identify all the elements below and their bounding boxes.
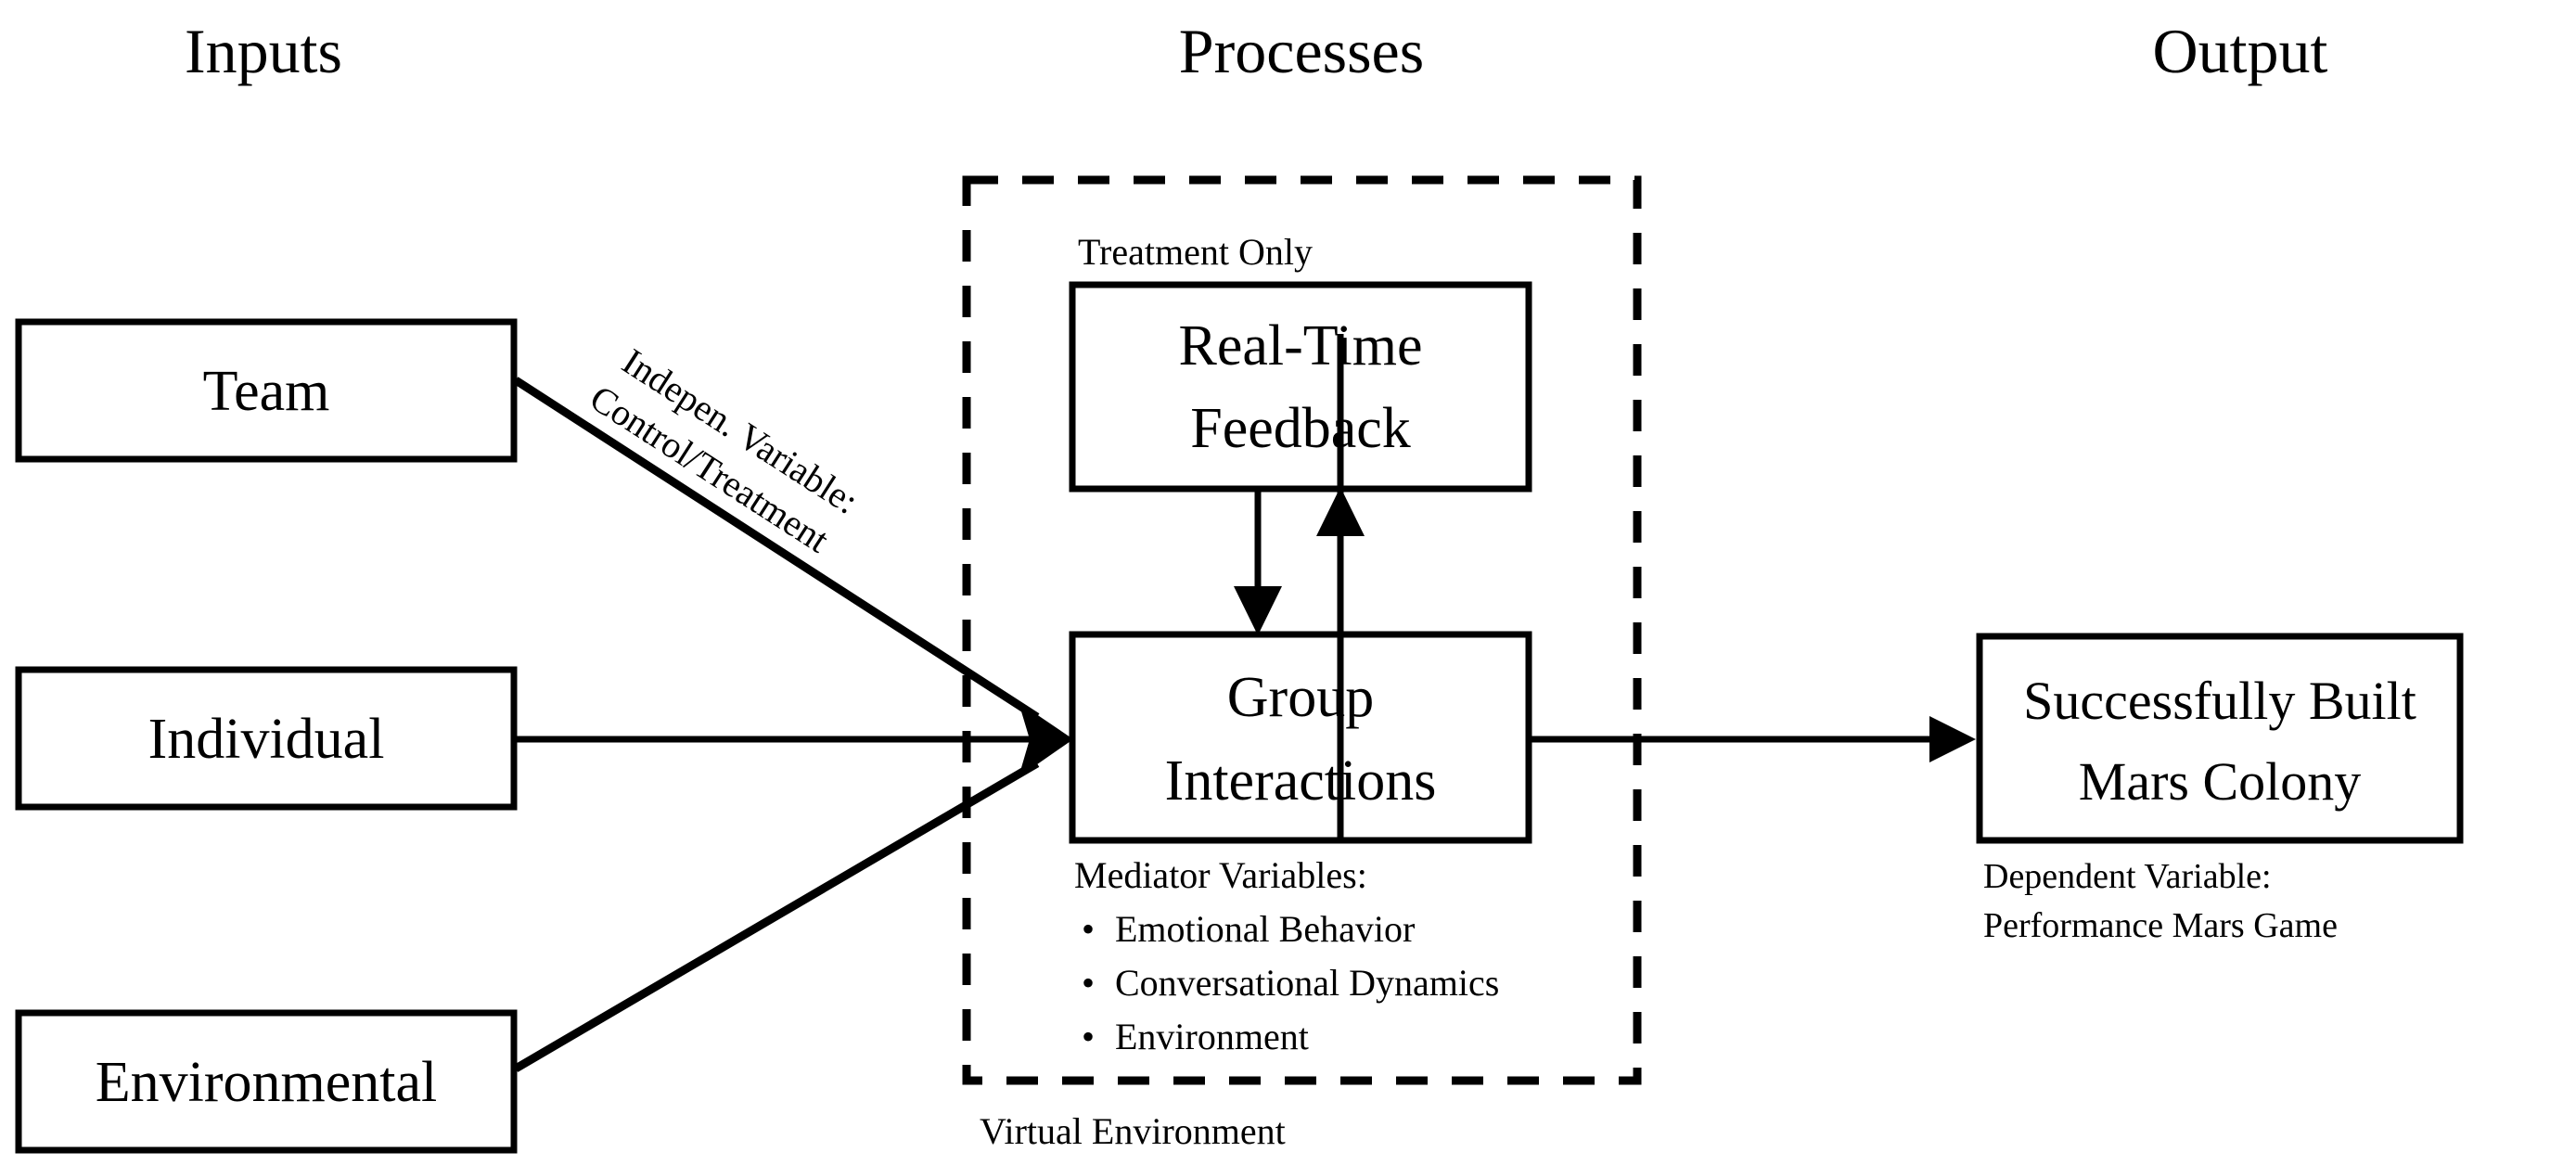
treatment-only-label: Treatment Only (1078, 231, 1313, 273)
mediator-bullet-glyph-2: • (1082, 1016, 1095, 1057)
virtual-environment-container (962, 175, 1642, 1085)
input-box-individual-label: Individual (148, 708, 385, 771)
arrowhead-inputs-to-group (1019, 702, 1073, 777)
arrow-environmental-to-group (513, 760, 1040, 1072)
process-box-group-interactions[interactable] (1069, 631, 1532, 844)
mediator-item-2: Environment (1115, 1016, 1309, 1057)
heading-processes: Processes (1179, 16, 1424, 86)
input-box-team-label: Team (203, 360, 330, 423)
mediator-item-1: Conversational Dynamics (1115, 962, 1499, 1004)
virtual-environment-caption: Virtual Environment (980, 1110, 1286, 1152)
output-box-line2: Mars Colony (2079, 751, 2362, 812)
arrowhead-group-to-output (1929, 716, 1976, 762)
output-box-mars-colony[interactable] (1976, 633, 2464, 844)
heading-inputs: Inputs (185, 16, 342, 86)
arrow-team-to-group (513, 377, 1040, 721)
arrowhead-feedback-to-group (1234, 586, 1282, 635)
real-time-feedback-line2: Feedback (1190, 397, 1411, 460)
input-box-individual[interactable] (15, 666, 518, 811)
input-box-team[interactable] (15, 318, 518, 463)
dependent-variable-caption-line2: Performance Mars Game (1983, 906, 2338, 945)
mediator-variables-title: Mediator Variables: (1074, 854, 1367, 896)
process-box-real-time-feedback[interactable] (1069, 281, 1532, 493)
arrowhead-group-to-feedback (1316, 487, 1365, 536)
mediator-bullet-glyph-1: • (1082, 962, 1095, 1004)
mediator-item-0: Emotional Behavior (1115, 908, 1415, 950)
mediator-bullet-glyph-0: • (1082, 908, 1095, 950)
group-interactions-line2: Interactions (1165, 749, 1437, 813)
input-box-environmental[interactable] (15, 1009, 518, 1154)
input-box-environmental-label: Environmental (96, 1051, 437, 1114)
real-time-feedback-line1: Real-Time (1179, 314, 1423, 378)
group-interactions-line1: Group (1227, 666, 1374, 729)
output-box-line1: Successfully Built (2023, 671, 2416, 731)
heading-output: Output (2153, 16, 2328, 86)
dependent-variable-caption-line1: Dependent Variable: (1983, 857, 2272, 896)
